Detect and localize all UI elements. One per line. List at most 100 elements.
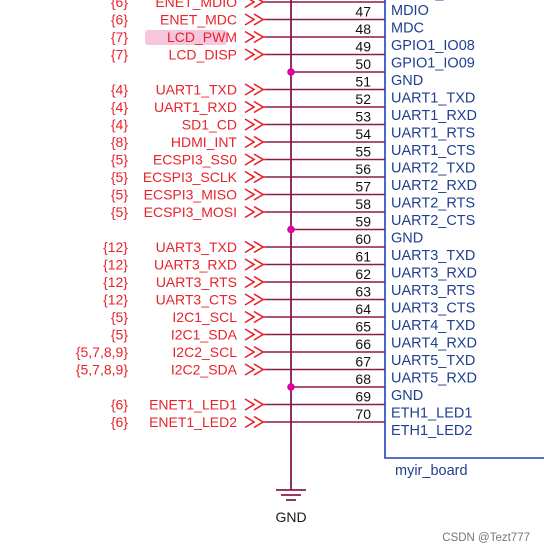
off-page-connector xyxy=(253,135,265,149)
net-label: UART3_CTS xyxy=(156,292,237,308)
ground-label: GND xyxy=(275,509,306,525)
off-page-connector xyxy=(253,398,265,411)
off-page-connector xyxy=(244,293,256,306)
off-page-connector xyxy=(244,188,256,201)
pin-name: UART1_RXD xyxy=(391,108,477,124)
symbols-layer xyxy=(145,0,544,501)
off-page-connector xyxy=(253,0,265,9)
net-page-ref: {5} xyxy=(111,327,128,343)
off-page-connector xyxy=(253,30,265,44)
pin-number: 65 xyxy=(355,319,371,335)
pin-name: MDIO xyxy=(391,3,429,19)
component-body xyxy=(384,0,544,459)
net-label: HDMI_INT xyxy=(171,134,238,150)
pin-name: UART5_RXD xyxy=(391,371,477,387)
off-page-connector xyxy=(253,153,265,166)
net-page-ref: {5} xyxy=(111,187,128,203)
pin-number: 53 xyxy=(355,109,371,125)
off-page-connector xyxy=(244,345,256,359)
off-page-connector xyxy=(244,363,256,376)
net-page-ref: {6} xyxy=(111,397,128,413)
pin-name: ETH1_LED2 xyxy=(391,423,472,439)
wires-layer xyxy=(263,0,385,490)
pin-name: UART1_TXD xyxy=(391,91,475,107)
pin-number: 64 xyxy=(355,301,371,317)
text-layer: 45GPIO1_IO05LCD_TP_INT{7}46MDIOENET_MDIO… xyxy=(76,0,530,544)
pin-number: 48 xyxy=(355,21,371,37)
off-page-connector xyxy=(253,205,265,219)
pin-name: UART4_TXD xyxy=(391,318,475,334)
off-page-connector xyxy=(253,415,265,429)
pin-name: GND xyxy=(391,73,423,89)
off-page-connector xyxy=(253,293,265,306)
off-page-connector xyxy=(253,345,265,359)
pin-number: 67 xyxy=(355,354,371,370)
junction-dot xyxy=(287,383,295,391)
net-page-ref: {4} xyxy=(111,117,128,133)
off-page-connector xyxy=(244,310,256,324)
pin-name: UART1_RTS xyxy=(391,126,475,142)
net-label: I2C1_SDA xyxy=(171,327,238,343)
net-label: ENET_MDIO xyxy=(155,0,237,10)
pin-number: 56 xyxy=(355,161,371,177)
pin-number: 69 xyxy=(355,389,371,405)
net-label: SD1_CD xyxy=(182,117,237,133)
off-page-connector xyxy=(244,240,256,254)
net-label: ECSPI3_SCLK xyxy=(143,169,238,185)
pin-name: UART2_RXD xyxy=(391,178,477,194)
net-label: LCD_PWM xyxy=(167,29,237,45)
off-page-connector xyxy=(244,100,256,114)
net-page-ref: {6} xyxy=(111,12,128,28)
net-page-ref: {12} xyxy=(103,292,128,308)
off-page-connector xyxy=(244,205,256,219)
pin-number: 68 xyxy=(355,371,371,387)
off-page-connector xyxy=(244,170,256,184)
pin-name: UART3_CTS xyxy=(391,301,475,317)
off-page-connector xyxy=(253,240,265,254)
off-page-connector xyxy=(244,118,256,131)
net-page-ref: {5} xyxy=(111,309,128,325)
pin-number: 50 xyxy=(355,56,371,72)
pin-number: 63 xyxy=(355,284,371,300)
off-page-connector xyxy=(244,30,256,44)
net-label: ENET1_LED1 xyxy=(149,397,237,413)
net-page-ref: {5} xyxy=(111,204,128,220)
junction-dot xyxy=(287,68,295,76)
off-page-connector xyxy=(253,275,265,289)
net-label: ENET1_LED2 xyxy=(149,414,237,430)
pin-number: 55 xyxy=(355,144,371,160)
pin-name: GND xyxy=(391,231,423,247)
off-page-connector xyxy=(253,258,265,271)
search-highlight xyxy=(145,30,227,45)
off-page-connector xyxy=(253,188,265,201)
watermark: CSDN @Tezt777 xyxy=(442,532,530,544)
off-page-connector xyxy=(244,258,256,271)
pin-number: 60 xyxy=(355,231,371,247)
off-page-connector xyxy=(253,170,265,184)
net-label: UART1_RXD xyxy=(154,99,237,115)
off-page-connector xyxy=(253,48,265,61)
pin-name: UART2_TXD xyxy=(391,161,475,177)
off-page-connector xyxy=(253,13,265,26)
pin-name: GND xyxy=(391,388,423,404)
net-page-ref: {5,7,8,9} xyxy=(76,344,128,360)
net-label: UART3_RXD xyxy=(154,257,237,273)
net-page-ref: {7} xyxy=(111,29,128,45)
pin-name: UART2_RTS xyxy=(391,196,475,212)
pin-number: 62 xyxy=(355,266,371,282)
net-page-ref: {5,7,8,9} xyxy=(76,362,128,378)
off-page-connector xyxy=(244,153,256,166)
net-label: ECSPI3_SS0 xyxy=(153,152,237,168)
pin-number: 46 xyxy=(355,0,371,2)
net-label: I2C2_SCL xyxy=(172,344,237,360)
pin-name: UART5_TXD xyxy=(391,353,475,369)
junction-dot xyxy=(287,225,295,234)
net-label: ENET_MDC xyxy=(160,12,237,28)
net-label: UART3_RTS xyxy=(156,274,237,290)
pin-number: 52 xyxy=(355,91,371,107)
pin-name: UART3_RXD xyxy=(391,266,477,282)
net-page-ref: {5} xyxy=(111,152,128,168)
net-label: I2C2_SDA xyxy=(171,362,238,378)
component-name: myir_board xyxy=(395,463,468,479)
